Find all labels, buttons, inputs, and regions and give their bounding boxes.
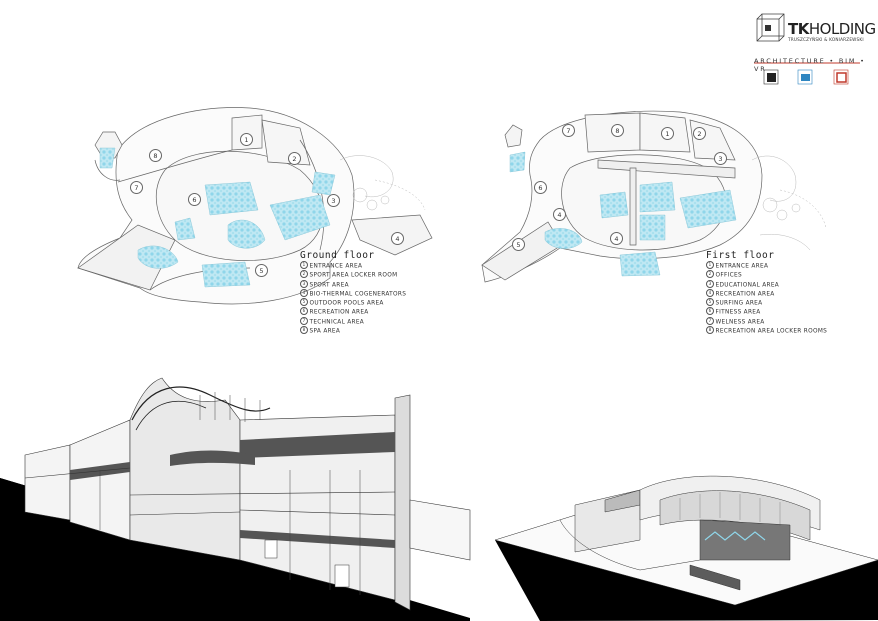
gf-pin-4: 4 bbox=[391, 232, 404, 245]
brand-tagline: ARCHITECTURE • BIM • VR bbox=[754, 57, 866, 73]
section-perspective-left bbox=[0, 377, 471, 621]
ff-pin-2: 2 bbox=[693, 127, 706, 140]
gf-pin-5: 5 bbox=[255, 264, 268, 277]
first-floor-title: First floor bbox=[706, 250, 775, 261]
first-floor-pools bbox=[509, 151, 737, 277]
gf-pin-8: 8 bbox=[149, 149, 162, 162]
ff-pin-4b: 4 bbox=[610, 232, 623, 245]
ff-pin-4a: 4 bbox=[553, 208, 566, 221]
ff-pin-8: 8 bbox=[611, 124, 624, 137]
ff-pin-7: 7 bbox=[562, 124, 575, 137]
gf-pin-7: 7 bbox=[130, 181, 143, 194]
gf-pin-1: 1 bbox=[240, 133, 253, 146]
ff-pin-6: 6 bbox=[534, 181, 547, 194]
ff-pin-3: 3 bbox=[714, 152, 727, 165]
ground-floor-pools bbox=[99, 147, 336, 288]
brand-subtitle: TRUSZCZYŃSKI & KONIARZEWSKI bbox=[788, 37, 864, 42]
axonometric-right bbox=[494, 475, 878, 621]
gf-pin-6: 6 bbox=[188, 193, 201, 206]
gf-pin-3: 3 bbox=[327, 194, 340, 207]
ff-pin-1: 1 bbox=[661, 127, 674, 140]
brand-name: TKHOLDING bbox=[788, 20, 876, 38]
ff-pin-5: 5 bbox=[512, 238, 525, 251]
arch-icon bbox=[763, 69, 779, 85]
vr-icon bbox=[833, 69, 849, 85]
logo-cube-icon bbox=[756, 13, 785, 42]
first-floor-landscape bbox=[751, 155, 827, 251]
gf-pin-2: 2 bbox=[288, 152, 301, 165]
bim-icon bbox=[797, 69, 813, 85]
ground-floor-title: Ground floor bbox=[300, 250, 375, 261]
